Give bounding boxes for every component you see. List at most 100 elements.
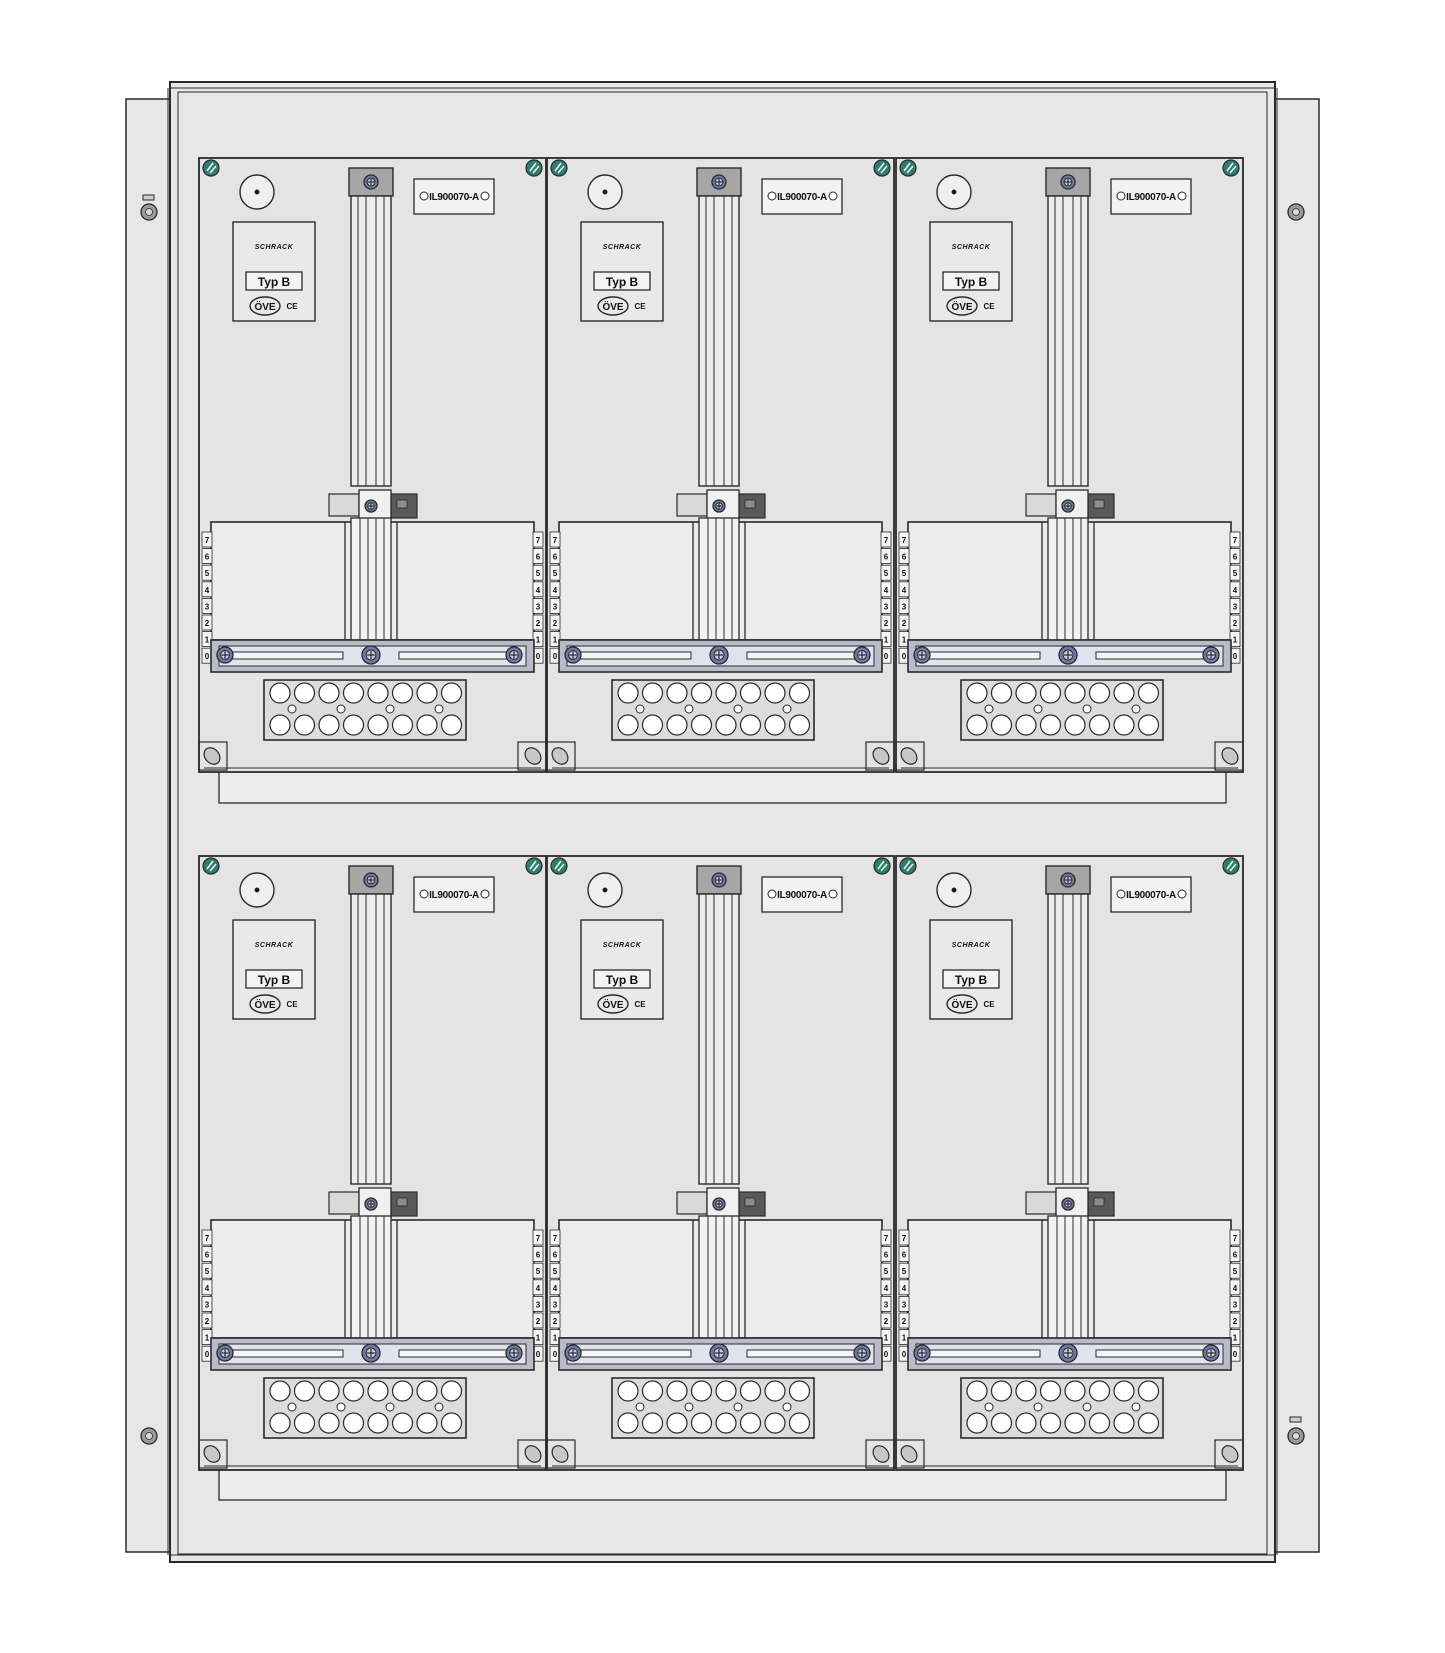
module-bottom-left-membrane-hole-top-5 [391, 1380, 414, 1402]
module-top-center-scale-left-cell-2 [549, 564, 561, 581]
module-bottom-left-membrane-hole-top-3 [342, 1380, 365, 1402]
module-bottom-left-rail-slot-left [228, 1349, 344, 1358]
module-top-center-rail-screw-right [853, 646, 871, 664]
module-top-right-code-tag-hole-left [1116, 191, 1126, 201]
module-top-center-seal-hole-dot [602, 189, 608, 195]
module-bottom-right-bracket-left-block [1025, 1191, 1057, 1215]
module-top-right-scale-left-7: 7 [902, 536, 907, 545]
module-top-center-slot-frame-right [865, 741, 895, 771]
module-top-right-scale-right-cell-5 [1229, 614, 1241, 631]
module-bottom-right-slot-screw-left [900, 1445, 918, 1463]
module-top-left-membrane-hole-top-6 [416, 682, 438, 704]
module-bottom-right-slot-frame-left [895, 1439, 925, 1469]
module-top-center-slot-screw-right [872, 747, 890, 765]
top-row-cover-strip [218, 769, 1227, 804]
module-bottom-left-scale-left-cell-6 [201, 1329, 213, 1346]
module-top-center-membrane-small-hole-3 [782, 704, 792, 714]
module-top-right-membrane-small-hole-2 [1082, 704, 1092, 714]
module-top-right-membrane-small-hole-0 [984, 704, 994, 714]
module-top-right-scale-right-2: 2 [1233, 619, 1238, 628]
module-top-right-membrane-small-hole-3 [1131, 704, 1141, 714]
module-bottom-right-scale-left-cell-1 [898, 1246, 910, 1263]
module-bottom-left-scale-right-cell-2 [532, 1262, 544, 1279]
module-bottom-right-green-screw-right-head [1222, 857, 1240, 875]
module-bottom-right-scale-left-5: 5 [902, 1267, 907, 1276]
module-top-right-code-text: IL900070-A [1126, 192, 1176, 203]
module-bottom-center-slot-frame-right [865, 1439, 895, 1469]
module-top-left-scale-left-cell-1 [201, 548, 213, 565]
module-top-right-rail-slot-right [1095, 651, 1211, 660]
module-top-left-scale-right-1: 1 [536, 636, 541, 645]
module-top-left-membrane-hole-top-3 [342, 682, 365, 704]
module-bottom-center-code-text: IL900070-A [777, 890, 827, 901]
module-bottom-right-slot-screw-left-head [900, 1445, 918, 1463]
module-bottom-center-membrane-hole-top-7 [788, 1380, 811, 1402]
module-bottom-center-green-screw-right [873, 857, 891, 875]
module-bottom-right-membrane-hole-bottom-5 [1088, 1412, 1111, 1434]
module-top-left-slot-frame-left [198, 741, 228, 771]
module-top-right-scale-left-0: 0 [902, 652, 907, 661]
module-top-center-vertical-rail [698, 195, 740, 487]
module-bottom-center-scale-right-7: 7 [884, 1234, 889, 1243]
module-bottom-right-scale-left-cell-0 [898, 1229, 910, 1246]
module-bottom-left-membrane-hole-bottom-7 [440, 1412, 463, 1434]
module-bottom-center-scale-left-cell-6 [549, 1329, 561, 1346]
module-bottom-left-scale-left-0: 0 [205, 1350, 210, 1359]
module-top-left-rail-screw-center [361, 645, 381, 665]
module-top-right-green-screw-right-head [1222, 159, 1240, 177]
module-bottom-center-membrane-small-hole-3 [782, 1402, 792, 1412]
module-top-left-scale-left-5: 5 [205, 569, 210, 578]
module-top-center-membrane-hole-top-7 [788, 682, 811, 704]
module-top-center-scale-left-5: 5 [553, 569, 558, 578]
module-top-left-green-screw-left [202, 159, 220, 177]
module-bottom-left-membrane-hole-top-2 [318, 1380, 340, 1402]
module-bottom-center-scale-right-3: 3 [884, 1300, 889, 1309]
module-top-center-scale-left-cell-3 [549, 581, 561, 598]
module-bottom-center-scale-left-3: 3 [553, 1300, 558, 1309]
module-bottom-right-scale-right-cell-0 [1229, 1229, 1241, 1246]
module-top-right-slot-frame-right [1214, 741, 1244, 771]
module-top-right-membrane-hole-top-5 [1088, 682, 1111, 704]
module-bottom-center-green-screw-right-head [873, 857, 891, 875]
module-bottom-right-scale-right-cell-1 [1229, 1246, 1241, 1263]
module-bottom-center-slot-screw-right [872, 1445, 890, 1463]
module-top-right-bracket-left-block [1025, 493, 1057, 517]
module-bottom-right-scale-left-4: 4 [902, 1284, 907, 1293]
module-top-right-scale-right-cell-0 [1229, 531, 1241, 548]
module-top-center-rail-cap-screw [711, 174, 727, 190]
module-top-right-rail-screw-left [913, 646, 931, 664]
module-top-right-green-screw-left-head [899, 159, 917, 177]
module-bottom-center-scale-right-cell-3 [880, 1279, 892, 1296]
module-bottom-right-scale-right-1: 1 [1233, 1334, 1238, 1343]
module-bottom-left-scale-right-6: 6 [536, 1251, 541, 1260]
module-bottom-center-scale-right-cell-0 [880, 1229, 892, 1246]
module-top-center-green-screw-right [873, 159, 891, 177]
module-bottom-left-scale-right-2: 2 [536, 1317, 541, 1326]
module-top-center-scale-right-cell-4 [880, 597, 892, 614]
module-top-center-scale-left-cell-4 [549, 597, 561, 614]
front-cover-inner-edge [177, 91, 1268, 1555]
module-top-right-green-screw-right [1222, 159, 1240, 177]
module-bottom-center-scale-left-cell-1 [549, 1246, 561, 1263]
module-bottom-center-scale-left-cell-0 [549, 1229, 561, 1246]
module-bottom-right-cert-text: ÖVE [951, 998, 972, 1011]
module-bottom-left-green-screw-right-head [525, 857, 543, 875]
module-bottom-right-membrane-hole-top-5 [1088, 1380, 1111, 1402]
module-top-left-cert-text: ÖVE [254, 300, 275, 313]
module-bottom-left-membrane-hole-bottom-3 [342, 1412, 365, 1434]
module-bottom-left-green-screw-left-head [202, 857, 220, 875]
module-bottom-center-membrane-hole-bottom-5 [739, 1412, 762, 1434]
module-top-right-bracket-dark-slot [1093, 499, 1105, 509]
module-top-right-bracket-screw [1061, 499, 1075, 513]
module-top-right-scale-right-cell-4 [1229, 597, 1241, 614]
module-top-center-membrane-hole-bottom-6 [764, 714, 786, 736]
module-bottom-center-bracket-dark-slot [744, 1197, 756, 1207]
module-top-center-membrane-hole-bottom-4 [715, 714, 737, 736]
module-top-center-scale-right-cell-2 [880, 564, 892, 581]
module-bottom-left-membrane-hole-bottom-6 [416, 1412, 438, 1434]
module-top-right-slot-screw-left-head [900, 747, 918, 765]
module-top-center-scale-right-1: 1 [884, 636, 889, 645]
module-top-right-membrane-hole-top-3 [1039, 682, 1062, 704]
module-bottom-right-carrier-slide [1047, 1215, 1089, 1339]
module-bottom-right-scale-right-cell-4 [1229, 1295, 1241, 1312]
